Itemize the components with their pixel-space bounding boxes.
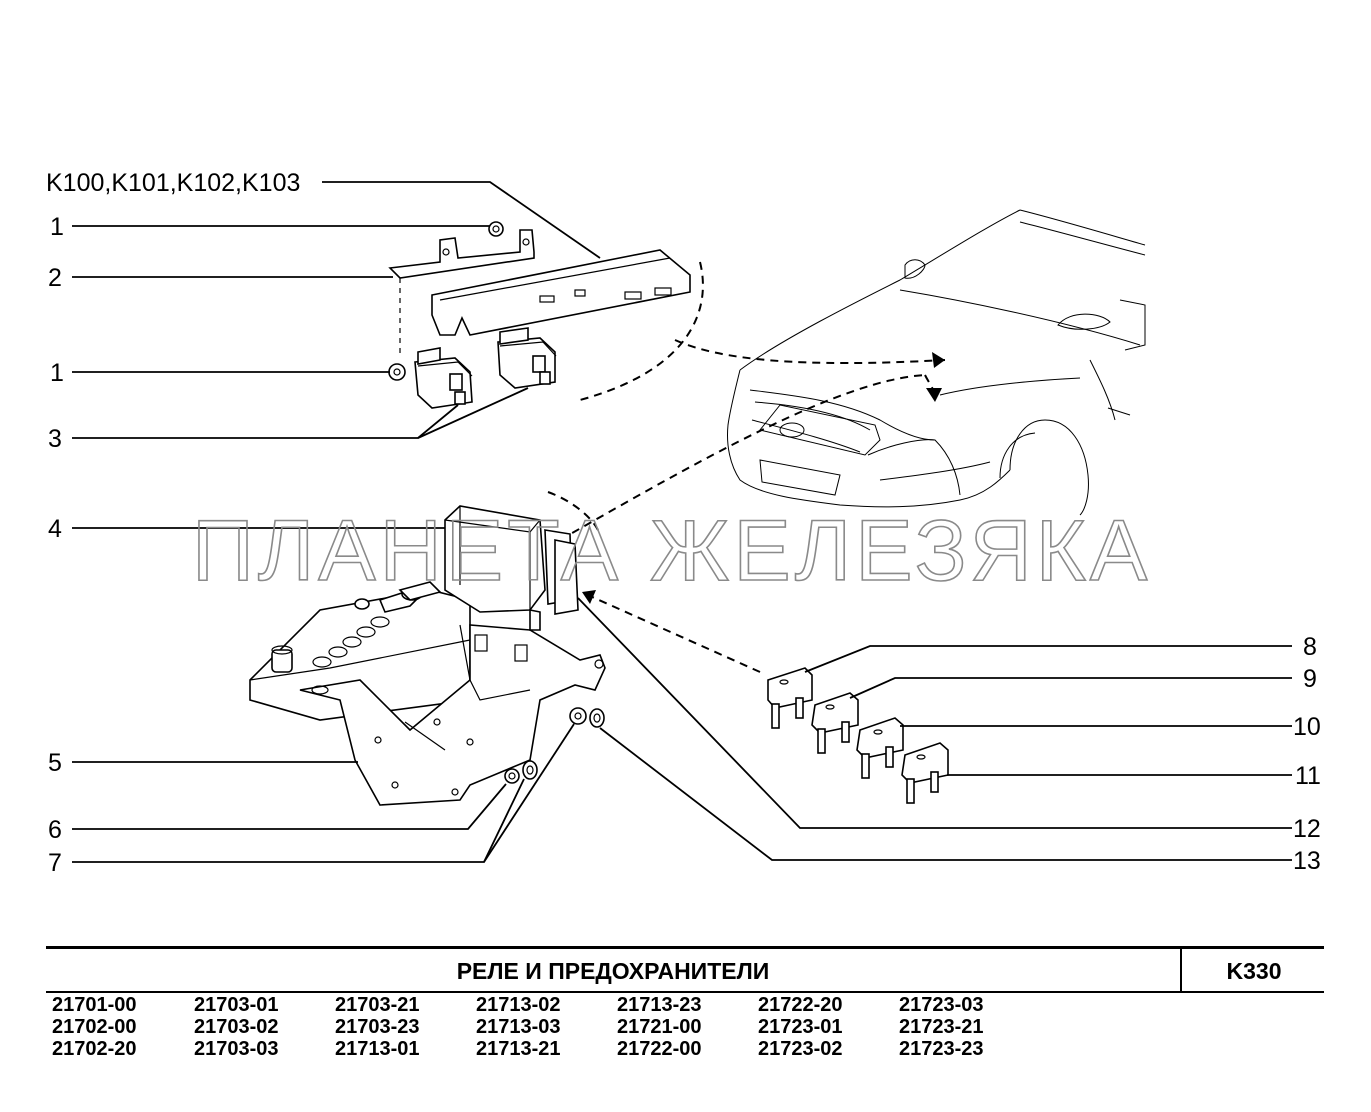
callout-6: 6	[48, 816, 62, 844]
model-code: 21713-03	[476, 1016, 561, 1038]
model-code: 21713-23	[617, 994, 702, 1016]
callout-11: 11	[1295, 762, 1321, 790]
callout-k100-k103: K100,K101,K102,K103	[46, 169, 300, 197]
detail-boundary-lower	[547, 491, 599, 531]
callout-4: 4	[48, 515, 62, 543]
model-code: 21703-21	[335, 994, 420, 1016]
model-code: 21722-20	[758, 994, 843, 1016]
model-code: 21703-02	[194, 1016, 279, 1038]
model-code: 21713-21	[476, 1038, 561, 1060]
car-illustration	[727, 209, 1146, 516]
callout-1-lower: 1	[50, 359, 64, 387]
model-code: 21713-01	[335, 1038, 420, 1060]
model-code: 21723-23	[899, 1038, 984, 1060]
title-block: РЕЛЕ И ПРЕДОХРАНИТЕЛИ K330	[46, 946, 1324, 993]
model-code: 21723-21	[899, 1016, 984, 1038]
watermark: ПЛАНЕТА ЖЕЛЕЗЯКА	[192, 503, 1151, 599]
callout-2: 2	[48, 264, 62, 292]
model-code: 21723-01	[758, 1016, 843, 1038]
fuse-box-assembly	[249, 505, 606, 806]
callout-1-upper: 1	[50, 213, 64, 241]
diagram-title: РЕЛЕ И ПРЕДОХРАНИТЕЛИ	[456, 958, 770, 984]
model-code: 21702-00	[52, 1016, 137, 1038]
model-code: 21701-00	[52, 994, 137, 1016]
model-code: 21723-02	[758, 1038, 843, 1060]
model-code: 21722-00	[617, 1038, 702, 1060]
leader-lines	[72, 181, 1292, 863]
callout-9: 9	[1303, 665, 1317, 693]
model-code: 21703-03	[194, 1038, 279, 1060]
callout-8: 8	[1303, 633, 1317, 661]
model-code: 21721-00	[617, 1016, 702, 1038]
model-code: 21703-01	[194, 994, 279, 1016]
model-code: 21702-20	[52, 1038, 137, 1060]
diagram-code: K330	[1180, 949, 1326, 991]
callout-3: 3	[48, 425, 62, 453]
detail-boundary-upper	[579, 261, 704, 401]
relay-bracket-assembly	[388, 221, 691, 409]
model-code: 21703-23	[335, 1016, 420, 1038]
callout-13: 13	[1293, 847, 1321, 875]
fuses	[767, 667, 949, 804]
callout-7: 7	[48, 849, 62, 877]
callout-10: 10	[1293, 713, 1321, 741]
model-code: 21713-02	[476, 994, 561, 1016]
model-code: 21723-03	[899, 994, 984, 1016]
callout-12: 12	[1293, 815, 1321, 843]
callout-5: 5	[48, 749, 62, 777]
location-arrows	[559, 339, 946, 673]
